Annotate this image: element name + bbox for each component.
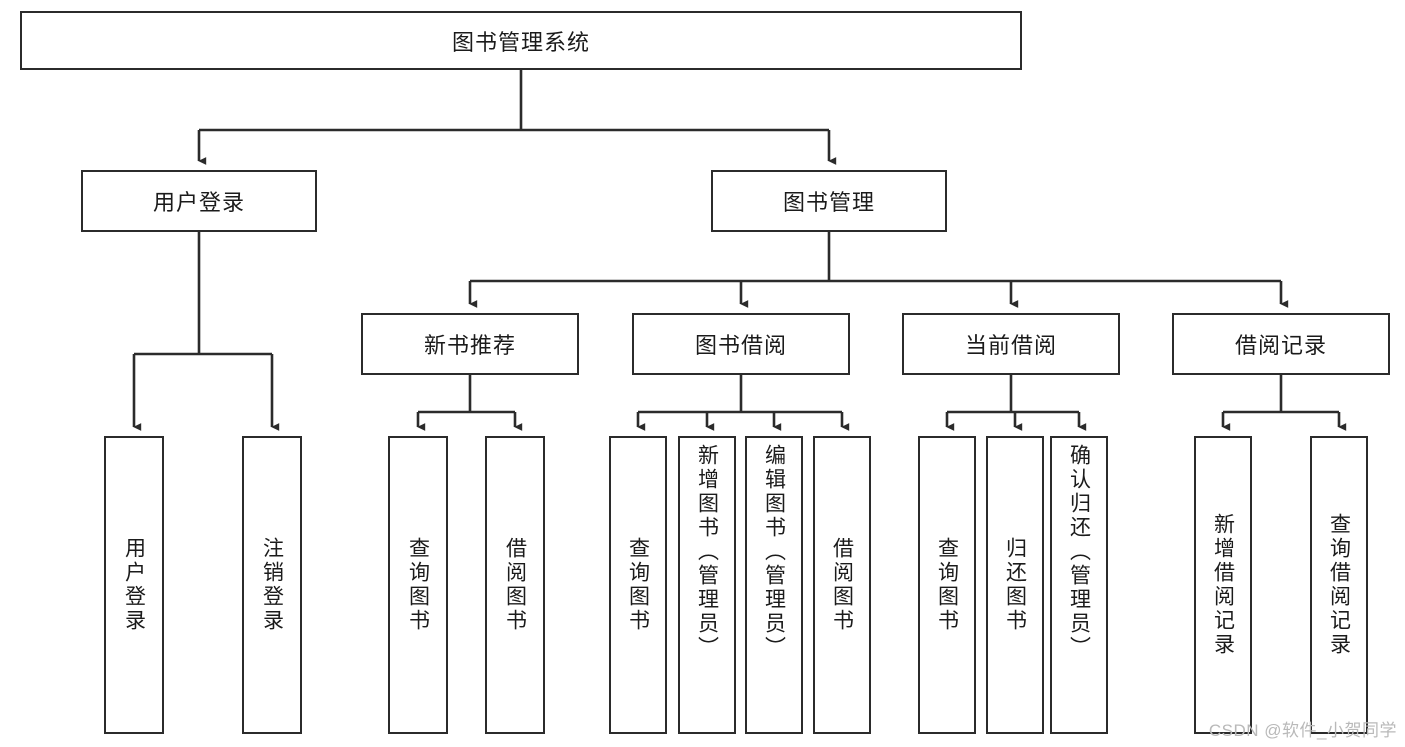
node-leaf-add-book[interactable]: 新增图书（管理员） bbox=[678, 436, 736, 734]
node-leaf-query-book-2-label: 查询图书 bbox=[626, 537, 650, 633]
node-book-manage[interactable]: 图书管理 bbox=[711, 170, 947, 232]
node-root-label: 图书管理系统 bbox=[451, 29, 590, 55]
connector-bus bbox=[470, 232, 1281, 283]
node-leaf-query-book-3-label: 查询图书 bbox=[935, 537, 959, 633]
node-leaf-borrow-book-2-label: 借阅图书 bbox=[830, 537, 854, 633]
node-leaf-return-book-label: 归还图书 bbox=[1003, 537, 1027, 633]
node-current-borrow-label: 当前借阅 bbox=[964, 333, 1057, 358]
connector-bus bbox=[199, 70, 829, 132]
node-leaf-confirm-return-label: 确认归还（管理员） bbox=[1067, 444, 1091, 660]
node-new-book-rec-label: 新书推荐 bbox=[423, 333, 516, 358]
node-borrow-record[interactable]: 借阅记录 bbox=[1172, 313, 1390, 375]
node-root[interactable]: 图书管理系统 bbox=[20, 11, 1022, 70]
node-book-manage-label: 图书管理 bbox=[782, 190, 875, 215]
node-leaf-query-record-label: 查询借阅记录 bbox=[1327, 513, 1351, 657]
node-current-borrow[interactable]: 当前借阅 bbox=[902, 313, 1120, 375]
node-leaf-query-book-3[interactable]: 查询图书 bbox=[918, 436, 976, 734]
node-borrow-record-label: 借阅记录 bbox=[1234, 333, 1327, 358]
node-book-borrow-label: 图书借阅 bbox=[694, 333, 787, 358]
connector-bus bbox=[1223, 375, 1339, 414]
connector-bus bbox=[134, 232, 272, 356]
node-leaf-user-login-label: 用户登录 bbox=[122, 537, 146, 633]
node-leaf-add-record[interactable]: 新增借阅记录 bbox=[1194, 436, 1252, 734]
node-leaf-add-record-label: 新增借阅记录 bbox=[1211, 513, 1235, 657]
node-leaf-edit-book-label: 编辑图书（管理员） bbox=[762, 444, 786, 660]
node-new-book-rec[interactable]: 新书推荐 bbox=[361, 313, 579, 375]
node-leaf-user-login[interactable]: 用户登录 bbox=[104, 436, 164, 734]
node-leaf-query-book-1-label: 查询图书 bbox=[406, 537, 430, 633]
node-leaf-borrow-book-1-label: 借阅图书 bbox=[503, 537, 527, 633]
connector-bus bbox=[418, 375, 515, 414]
node-leaf-logout-label: 注销登录 bbox=[260, 537, 284, 633]
node-leaf-return-book[interactable]: 归还图书 bbox=[986, 436, 1044, 734]
node-book-borrow[interactable]: 图书借阅 bbox=[632, 313, 850, 375]
node-leaf-query-book-2[interactable]: 查询图书 bbox=[609, 436, 667, 734]
connector-bus bbox=[638, 375, 842, 414]
node-leaf-add-book-label: 新增图书（管理员） bbox=[695, 444, 719, 660]
node-leaf-borrow-book-2[interactable]: 借阅图书 bbox=[813, 436, 871, 734]
node-leaf-query-book-1[interactable]: 查询图书 bbox=[388, 436, 448, 734]
node-leaf-logout[interactable]: 注销登录 bbox=[242, 436, 302, 734]
node-leaf-edit-book[interactable]: 编辑图书（管理员） bbox=[745, 436, 803, 734]
node-user-login-label: 用户登录 bbox=[152, 190, 245, 215]
node-user-login[interactable]: 用户登录 bbox=[81, 170, 317, 232]
node-leaf-query-record[interactable]: 查询借阅记录 bbox=[1310, 436, 1368, 734]
node-leaf-confirm-return[interactable]: 确认归还（管理员） bbox=[1050, 436, 1108, 734]
node-leaf-borrow-book-1[interactable]: 借阅图书 bbox=[485, 436, 545, 734]
connector-bus bbox=[947, 375, 1079, 414]
